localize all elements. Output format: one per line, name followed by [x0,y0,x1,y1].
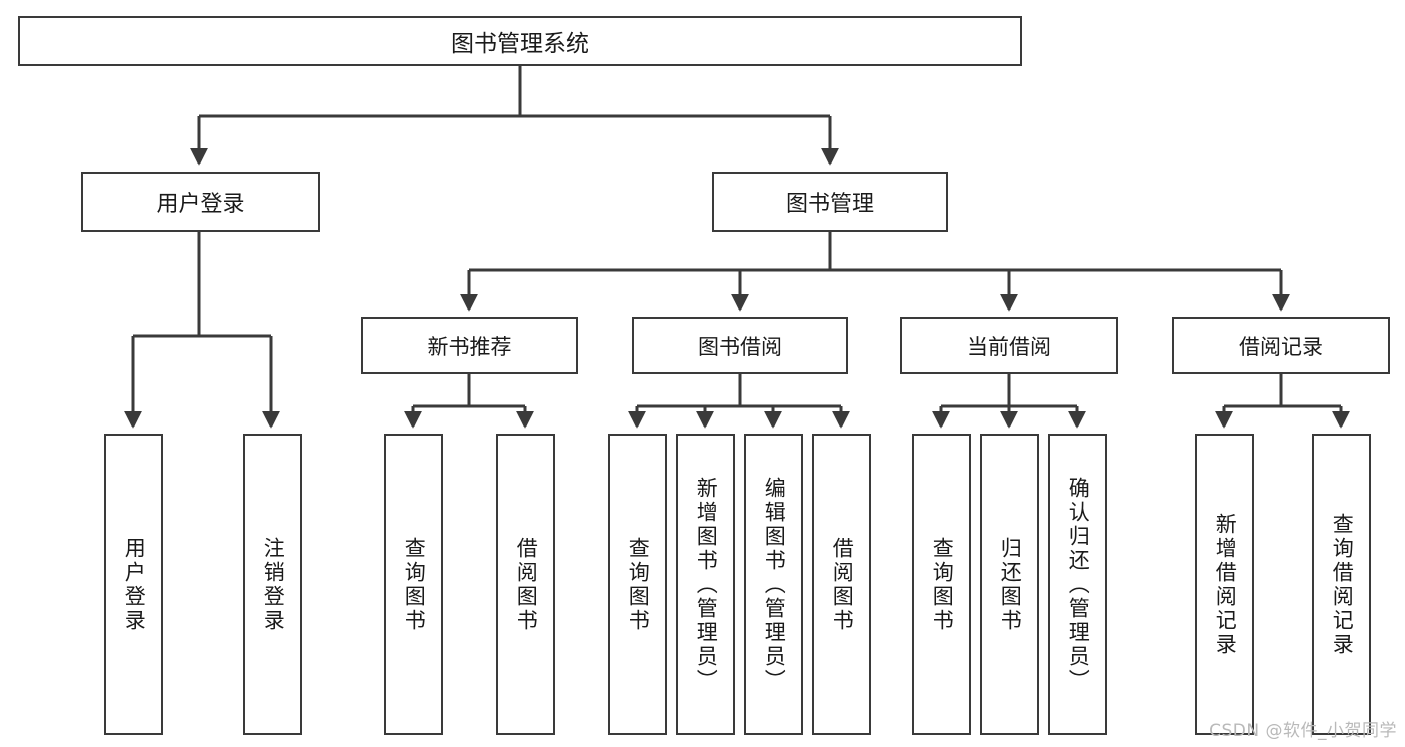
leaf-label: 编辑图书（管理员） [762,476,787,693]
node-borrow-records[interactable]: 借阅记录 [1172,317,1390,374]
leaf-label: 注销登录 [261,536,286,633]
node-new-book-recommend[interactable]: 新书推荐 [361,317,578,374]
leaf-label: 新增借阅记录 [1213,512,1238,657]
leaf-label: 用户登录 [122,536,147,633]
leaf-label: 查询借阅记录 [1330,512,1355,657]
csdn-watermark: CSDN @软件_小贺同学 [1209,721,1397,741]
leaf-query-book-current[interactable]: 查询图书 [912,434,971,735]
leaf-label: 归还图书 [998,536,1023,633]
leaf-query-book-borrow[interactable]: 查询图书 [608,434,667,735]
node-book-borrow[interactable]: 图书借阅 [632,317,848,374]
node-book-management[interactable]: 图书管理 [712,172,948,232]
leaf-return-book[interactable]: 归还图书 [980,434,1039,735]
leaf-confirm-return-admin[interactable]: 确认归还（管理员） [1048,434,1107,735]
leaf-query-borrow-record[interactable]: 查询借阅记录 [1312,434,1371,735]
node-user-login[interactable]: 用户登录 [81,172,320,232]
leaf-borrow-book[interactable]: 借阅图书 [812,434,871,735]
leaf-add-borrow-record[interactable]: 新增借阅记录 [1195,434,1254,735]
leaf-logout[interactable]: 注销登录 [243,434,302,735]
leaf-user-login[interactable]: 用户登录 [104,434,163,735]
leaf-query-book-recommend[interactable]: 查询图书 [384,434,443,735]
leaf-label: 借阅图书 [514,536,539,633]
leaf-label: 查询图书 [930,536,955,633]
leaf-add-book-admin[interactable]: 新增图书（管理员） [676,434,735,735]
leaf-borrow-book-recommend[interactable]: 借阅图书 [496,434,555,735]
leaf-label: 查询图书 [626,536,651,633]
leaf-label: 借阅图书 [830,536,855,633]
leaf-edit-book-admin[interactable]: 编辑图书（管理员） [744,434,803,735]
leaf-label: 查询图书 [402,536,427,633]
leaf-label: 新增图书（管理员） [694,476,719,693]
node-root-system[interactable]: 图书管理系统 [18,16,1022,66]
leaf-label: 确认归还（管理员） [1066,476,1091,693]
node-current-borrow[interactable]: 当前借阅 [900,317,1118,374]
